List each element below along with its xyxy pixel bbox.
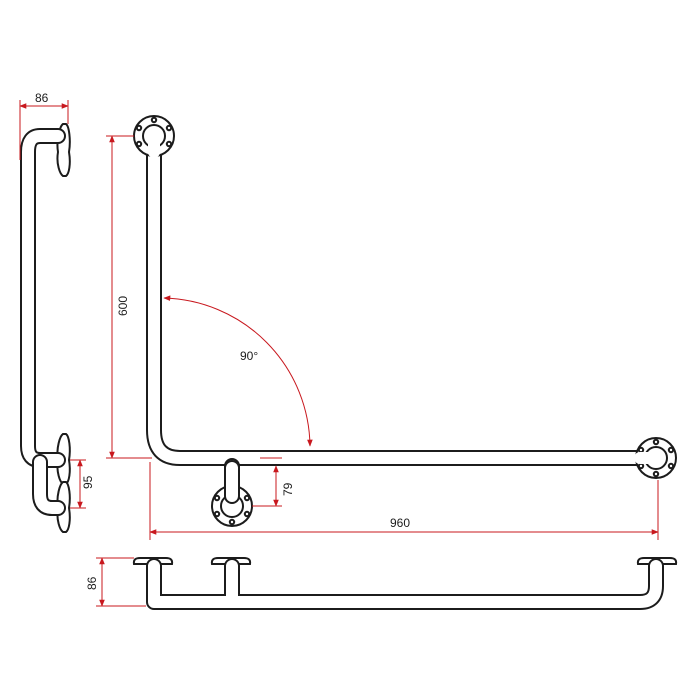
angle-label: 90°	[240, 349, 258, 363]
angle-arc	[163, 295, 313, 447]
top-view-main-tube-fill	[148, 560, 662, 608]
vertical-length-label: 600	[116, 296, 130, 316]
bottom-depth-label: 86	[85, 576, 99, 590]
side-view: 86 95	[19, 91, 95, 533]
front-offset-label: 79	[281, 482, 295, 496]
side-offset-label: 95	[81, 475, 95, 489]
horizontal-length-label: 960	[390, 516, 410, 530]
front-view-l-bar-fill	[148, 134, 662, 464]
side-view-main-tube-fill	[22, 130, 64, 466]
side-depth-label: 86	[35, 91, 49, 105]
top-view: 86	[85, 557, 678, 610]
side-view-support-leg-fill	[34, 456, 64, 514]
front-view-l-bar-outline	[146, 132, 664, 466]
front-view: 600 90° 79 960	[106, 115, 677, 540]
